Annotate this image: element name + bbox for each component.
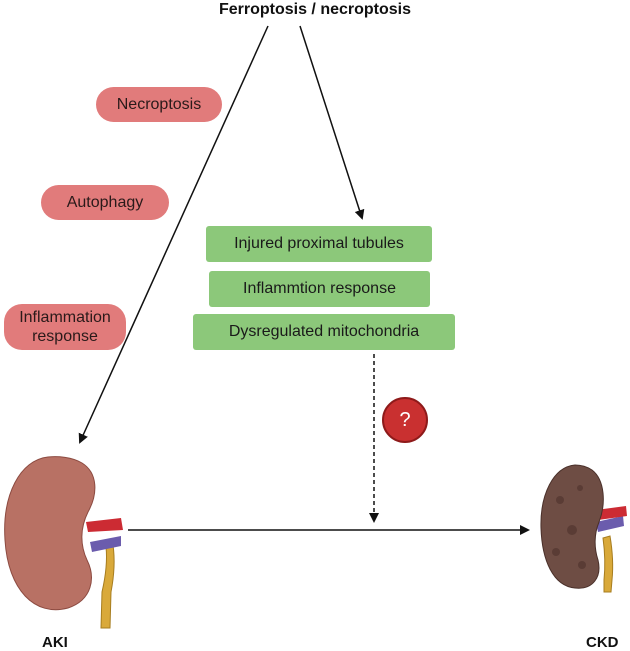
arrow-title-to-boxes [299,25,365,220]
aki-kidney-icon [4,456,123,629]
pill-autophagy: Autophagy [41,185,169,220]
aki-label: AKI [42,634,68,651]
pill-inflammation-response: Inflammation response [4,304,126,350]
ckd-kidney-icon [540,464,627,593]
arrow-title-to-aki [78,25,269,444]
pill-necroptosis: Necroptosis [96,87,222,122]
ckd-label: CKD [586,634,619,651]
diagram-title: Ferroptosis / necroptosis [218,1,412,18]
question-mark-badge: ? [382,397,428,443]
box-injured-proximal-tubules: Injured proximal tubules [206,226,432,262]
box-dysregulated-mitochondria: Dysregulated mitochondria [193,314,455,350]
box-inflammation-response: Inflammtion response [209,271,430,307]
